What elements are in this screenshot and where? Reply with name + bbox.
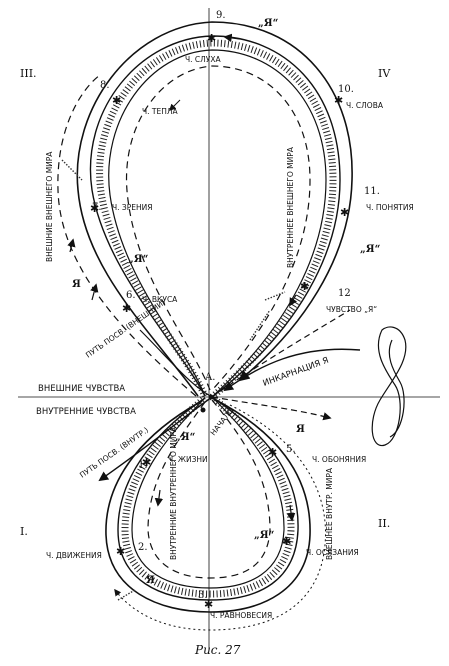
sense-name-12: ЧУВСТВО „Я“ [326,305,377,314]
sense-num-11: 11. [364,186,380,197]
sense-num-5: 5. [286,444,296,455]
sense-name-7: Ч. ЗРЕНИЯ [112,203,152,212]
quadrant-3-label: III. [20,67,37,80]
sense-num-6: 6. [126,290,136,301]
sense-num-7: 7. [92,202,102,213]
svg-text:✱: ✱ [282,535,291,548]
sense-name-11: Ч. ПОНЯТИЯ [366,203,414,212]
mobius-loop-icon [371,326,407,447]
sense-num-3: 3. [198,590,208,601]
ya-label-top: „Я“ [258,18,279,29]
path-inner-label: ПУТЬ ПОСВ. (ВНУТР.) [78,425,150,479]
inner-senses-label: ВНУТРЕННИЕ ЧУВСТВА [36,407,136,417]
upper-loop [57,21,353,400]
point-a-label: A. [204,372,215,383]
start-dot [200,407,206,413]
sense-name-8: Ч. ТЕПЛА [142,107,179,116]
quadrant-4-label: IV [378,67,391,80]
outer-world-left-label: ВНЕШНИЕ ВНЕШНЕГО МИРА [45,151,54,262]
sense-name-6: Ч. ВКУСА [142,295,178,304]
ya-label-center: „Я“ [175,432,196,443]
inner-inner-world-label: ВНУТРЕННИЕ ВНУТРЕННЕГО МИРА [169,426,178,560]
svg-text:✱: ✱ [334,94,343,107]
svg-text:✱: ✱ [268,446,277,459]
figure-caption: Рис. 27 [194,643,241,657]
sense-name-5: Ч. ОБОНЯНИЯ [312,455,366,464]
sense-num-4: 4. [282,536,292,547]
sense-name-1: Ч. ЖИЗНИ [168,455,208,464]
sense-num-9: 9. [216,10,226,21]
point-a-dot [208,394,214,400]
sense-num-8: 8. [100,80,110,91]
ya-label-lower: „Я“ [254,530,275,541]
quadrant-1-label: I. [20,525,28,538]
svg-text:✱: ✱ [340,206,349,219]
svg-text:✱: ✱ [207,32,216,45]
sense-num-10: 10. [338,84,354,95]
sense-name-10: Ч. СЛОВА [346,101,384,110]
sense-num-12: 12 [338,288,351,299]
svg-text:✱: ✱ [204,598,213,611]
ya-letter-right: Я [296,424,305,435]
svg-text:✱: ✱ [90,202,99,215]
ya-label-upper-left: „Я“ [128,254,149,265]
svg-text:✱: ✱ [122,302,131,315]
sense-name-3: Ч. РАВНОВЕСИЯ [210,611,272,620]
svg-text:✱: ✱ [300,280,309,293]
sense-name-2: Ч. ДВИЖЕНИЯ [46,551,102,560]
svg-text:✱: ✱ [142,456,151,469]
ya-label-upper-right: „Я“ [360,244,381,255]
lower-loop [105,394,327,631]
incarnation-label: ИНКАРНАЦИЯ Я [262,356,331,389]
outer-inner-world-label: ВНЕШНЕЕ ВНУТР. МИРА [325,467,334,560]
sense-num-2: 2. [138,542,148,553]
svg-text:✱: ✱ [116,545,125,558]
hatched-arrow-icons [61,159,286,601]
svg-text:✱: ✱ [112,94,121,107]
loop-arrows [67,33,298,522]
ya-letter-left: Я [72,279,81,290]
sense-name-4: Ч. ОСЯЗАНИЯ [306,548,359,557]
outer-senses-label: ВНЕШНИЕ ЧУВСТВА [38,384,125,394]
crossing-bands [98,309,361,482]
start-label: НАЧАЛО [208,406,235,437]
star-markers: ✱ ✱ ✱ ✱ ✱ ✱ ✱ ✱ ✱ ✱ ✱ ✱ [90,32,349,611]
sense-name-9: Ч. СЛУХА [185,55,221,64]
inner-outer-world-label: ВНУТРЕННЕЕ ВНЕШНЕГО МИРА [286,146,295,268]
quadrant-2-label: II. [378,517,390,530]
sense-num-1: 1. [138,460,148,471]
ya-letter-lower: Я [146,575,155,586]
